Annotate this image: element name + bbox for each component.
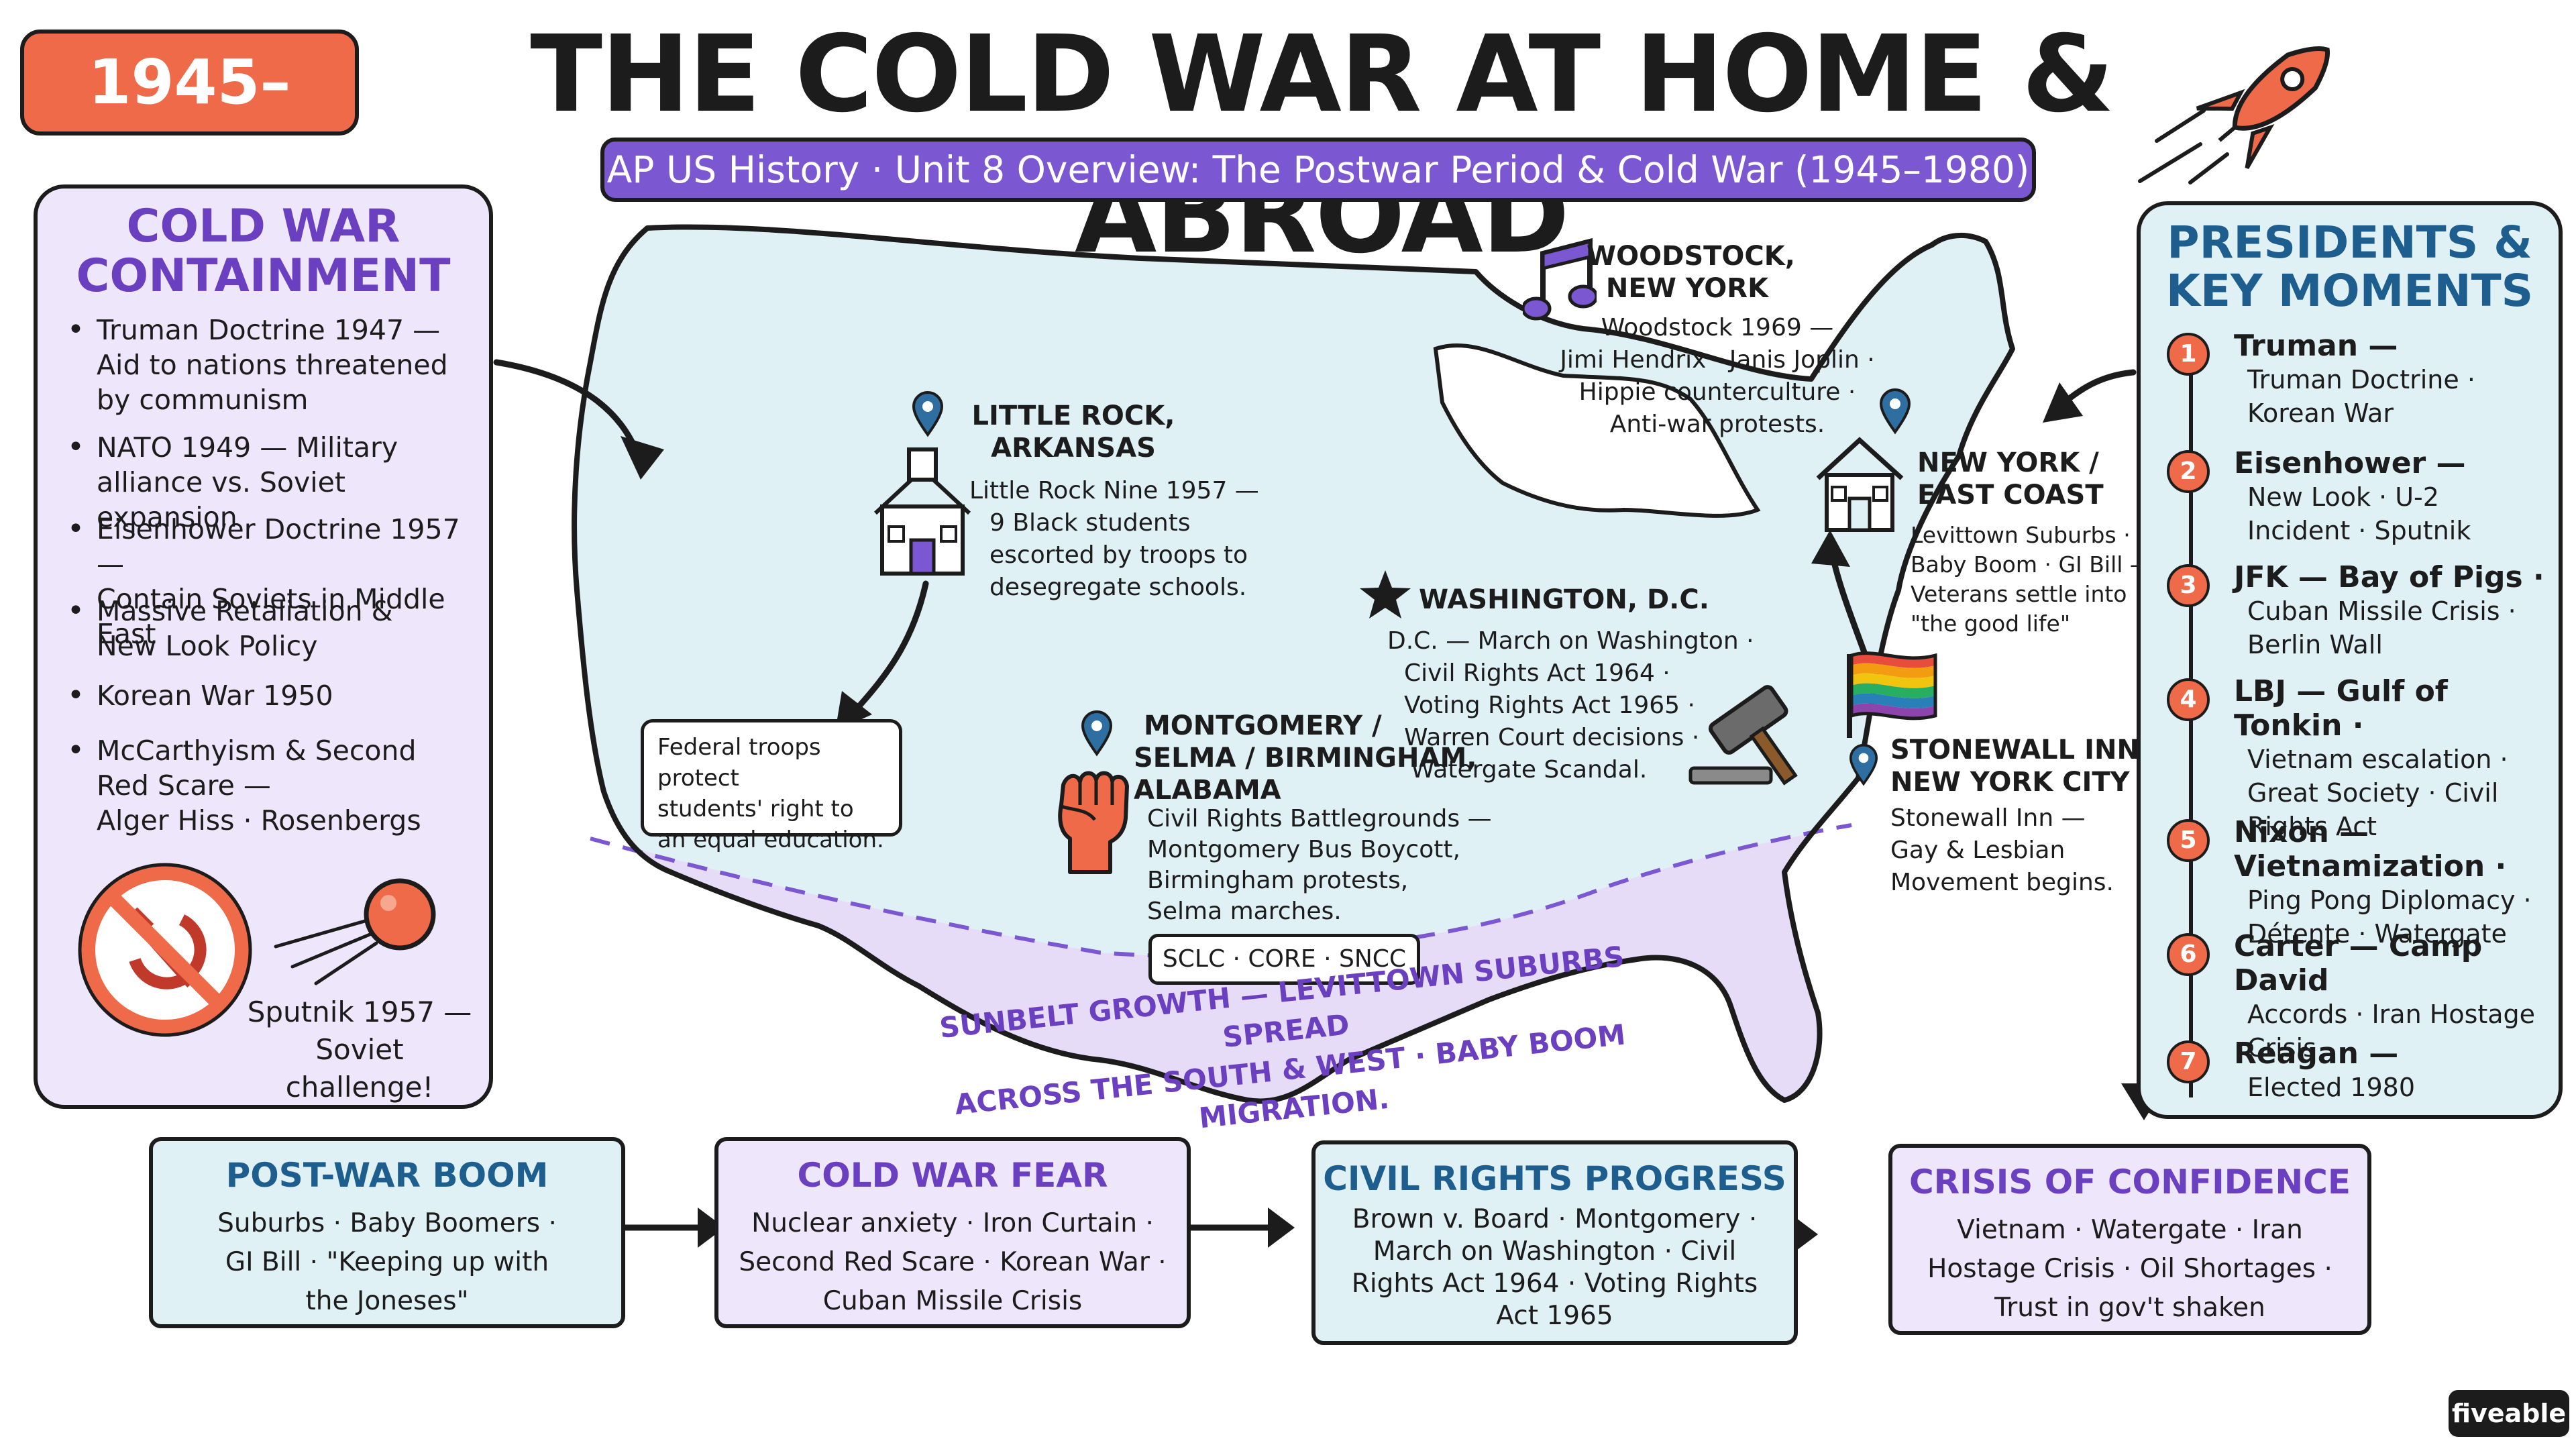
little-rock-text: Little Rock Nine 1957 — 9 Black students… [969, 477, 1259, 601]
raised-fist-icon [1058, 771, 1129, 874]
bottom-box-civil-rights-progress: CIVIL RIGHTS PROGRESS Brown v. Board · M… [1311, 1140, 1798, 1345]
music-note-icon [1523, 237, 1597, 321]
montgomery-label: MONTGOMERY / SELMA / BIRMINGHAM, ALABAMA [1134, 710, 1477, 806]
bottom-box-crisis-of-confidence: CRISIS OF CONFIDENCE Vietnam · Watergate… [1888, 1144, 2371, 1335]
sputnik-icon [274, 878, 436, 985]
rocket-icon [2138, 46, 2330, 184]
containment-item-massive-retaliation: Massive Retaliation &New Look Policy [67, 594, 393, 663]
montgomery-text: Civil Rights Battlegrounds — Montgomery … [1147, 805, 1492, 925]
containment-heading: COLD WAR CONTAINMENT [76, 200, 451, 303]
fiveable-logo: fiveable [2449, 1390, 2569, 1437]
schoolhouse-icon [873, 447, 971, 576]
pride-flag-icon [1847, 651, 1937, 738]
woodstock-label: WOODSTOCK, NEW YORK [1587, 241, 1795, 304]
containment-item-truman: Truman Doctrine 1947 —Aid to nations thr… [67, 313, 448, 417]
presidents-heading: PRESIDENTS & KEY MOMENTS [2165, 217, 2534, 317]
civil-rights-orgs-badge: SCLC · CORE · SNCC [1148, 934, 1420, 985]
subtitle-bar: AP US History · Unit 8 Overview: The Pos… [600, 138, 2036, 202]
sputnik-caption: Sputnik 1957 — Soviet challenge! [247, 996, 472, 1104]
no-communism-icon [78, 863, 252, 1037]
new-york-label: NEW YORK / EAST COAST [1917, 447, 2104, 511]
stonewall-label: STONEWALL INN, NEW YORK CITY [1890, 735, 2150, 798]
pin-icon-montgomery [1081, 710, 1113, 757]
woodstock-text: Woodstock 1969 — Jimi Hendrix · Janis Jo… [1560, 314, 1875, 438]
federal-troops-note: Federal troops protect students' right t… [641, 719, 902, 853]
pin-icon-stonewall [1849, 743, 1878, 786]
bottom-box-cold-war-fear: COLD WAR FEAR Nuclear anxiety · Iron Cur… [714, 1137, 1191, 1328]
little-rock-label: LITTLE ROCK, ARKANSAS [971, 400, 1175, 464]
containment-panel: COLD WAR CONTAINMENT Truman Doctrine 194… [34, 184, 493, 1109]
stonewall-text: Stonewall Inn — Gay & Lesbian Movement b… [1890, 804, 2114, 896]
containment-item-korean-war: Korean War 1950 [67, 678, 333, 713]
bottom-box-post-war-boom: POST-WAR BOOM Suburbs · Baby Boomers ·GI… [149, 1137, 625, 1328]
pin-icon-new-york [1879, 388, 1911, 435]
pin-icon-little-rock [912, 391, 944, 437]
new-york-text: Levittown Suburbs · Baby Boom · GI Bill … [1911, 522, 2152, 637]
subtitle-text: AP US History · Unit 8 Overview: The Pos… [606, 148, 2030, 191]
suburban-house-icon [1816, 437, 1904, 532]
timeline-line [2189, 360, 2193, 1097]
gavel-icon [1688, 685, 1798, 786]
star-icon [1360, 570, 1411, 619]
washington-text: D.C. — March on Washington · Civil Right… [1387, 627, 1754, 784]
washington-label: WASHINGTON, D.C. [1419, 584, 1709, 615]
